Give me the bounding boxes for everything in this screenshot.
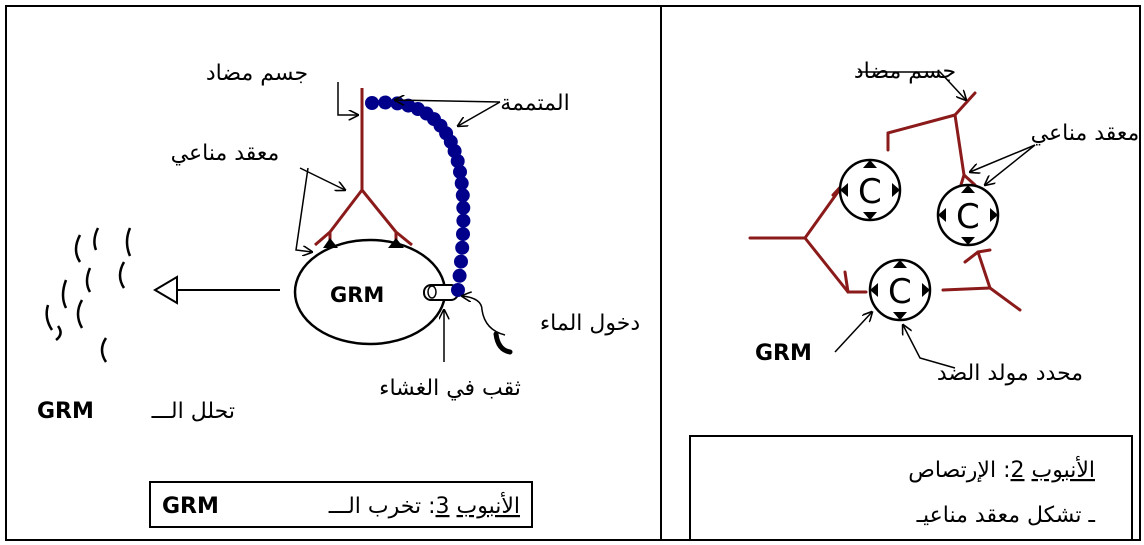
left-caption-box <box>149 481 533 528</box>
cell-1: C <box>838 158 902 222</box>
antigen-markers-left <box>323 238 404 248</box>
membrane-pore-rim <box>427 285 437 299</box>
left-caption-prefix: الأنبوب <box>457 492 521 519</box>
antibody-label-left-arrow <box>337 82 358 115</box>
grm-cell-label: GRM <box>330 283 384 307</box>
cell-3-letter: C <box>888 272 912 312</box>
cell-2: C <box>936 183 1000 247</box>
right-panel: C C C جسم مضاد معقد مناعي <box>689 59 1140 541</box>
grm-right-arrow <box>834 312 872 353</box>
complement-dot <box>378 95 393 110</box>
right-caption-line1: الأنبوب 2: الإرتصاص <box>908 456 1095 483</box>
complement-dot <box>456 200 471 215</box>
right-caption-rest: : الإرتصاص <box>908 458 1010 483</box>
immune-complex-arrow-2 <box>295 167 312 252</box>
immune-complex-right-arrow-1 <box>970 144 1036 172</box>
immune-complex-right-arrow-2 <box>985 144 1036 185</box>
left-panel: GRM جسم مضاد المتممة معقد مناعي دخ <box>37 61 640 528</box>
outer-frame <box>5 5 1141 541</box>
complement-dot <box>456 227 470 242</box>
membrane-hole-label: ثقب في الغشاء <box>379 376 521 401</box>
complement-chain <box>365 95 471 297</box>
antigen-determinant-label: محدد مولد الضد <box>937 361 1083 386</box>
complement-label: المتممة <box>500 91 569 116</box>
antibody-label-right-arrow <box>858 71 966 100</box>
water-entry-arrow <box>462 296 506 336</box>
water-entry-stroke <box>493 331 513 355</box>
cell-3: C <box>868 258 932 322</box>
lysis-arrow-head <box>153 275 178 305</box>
left-caption-number: 3 <box>436 494 450 519</box>
complement-dot <box>455 188 470 203</box>
immune-complex-label-right: معقد مناعي <box>1031 121 1140 146</box>
complement-arrow-1 <box>395 100 501 102</box>
antigen-determinant-arrow <box>903 325 956 369</box>
complement-dot <box>450 154 465 169</box>
lysis-label-grm: GRM <box>37 399 94 424</box>
complement-dot <box>456 213 471 228</box>
lysis-debris <box>45 227 132 363</box>
complement-dot <box>365 96 379 110</box>
left-caption-text: الأنبوب 3: تخرب الـــ <box>328 492 520 519</box>
grm-label-right: GRM <box>755 341 812 366</box>
right-caption-line2: ـ تشكل معقد مناعيـ <box>916 503 1096 528</box>
antibody-left <box>314 88 413 247</box>
left-caption-rest: : تخرب الـــ <box>328 494 436 519</box>
lysis-label-ar: تحلل الـــ <box>151 399 235 424</box>
complement-dot <box>455 240 470 255</box>
lysis-label: تحلل الـــ <box>151 399 235 424</box>
water-entry-label: دخول الماء <box>540 311 640 336</box>
immune-complex-label-left: معقد مناعي <box>171 141 280 166</box>
right-caption-prefix: الأنبوب <box>1032 456 1096 483</box>
complement-dot <box>454 176 469 191</box>
complement-dot <box>454 254 468 269</box>
complement-dot <box>451 283 465 297</box>
complement-dot <box>452 268 467 283</box>
cell-1-letter: C <box>858 172 882 212</box>
cell-2-letter: C <box>956 197 980 237</box>
right-caption-box <box>689 435 1133 541</box>
left-caption-grm: GRM <box>162 494 219 519</box>
antibody-label-left: جسم مضاد <box>206 61 308 86</box>
complement-dot <box>453 164 467 179</box>
left-caption: الأنبوب 3: تخرب الـــ GRM <box>162 492 520 519</box>
right-caption-number: 2 <box>1011 458 1025 483</box>
complement-arrow-2 <box>458 101 501 126</box>
